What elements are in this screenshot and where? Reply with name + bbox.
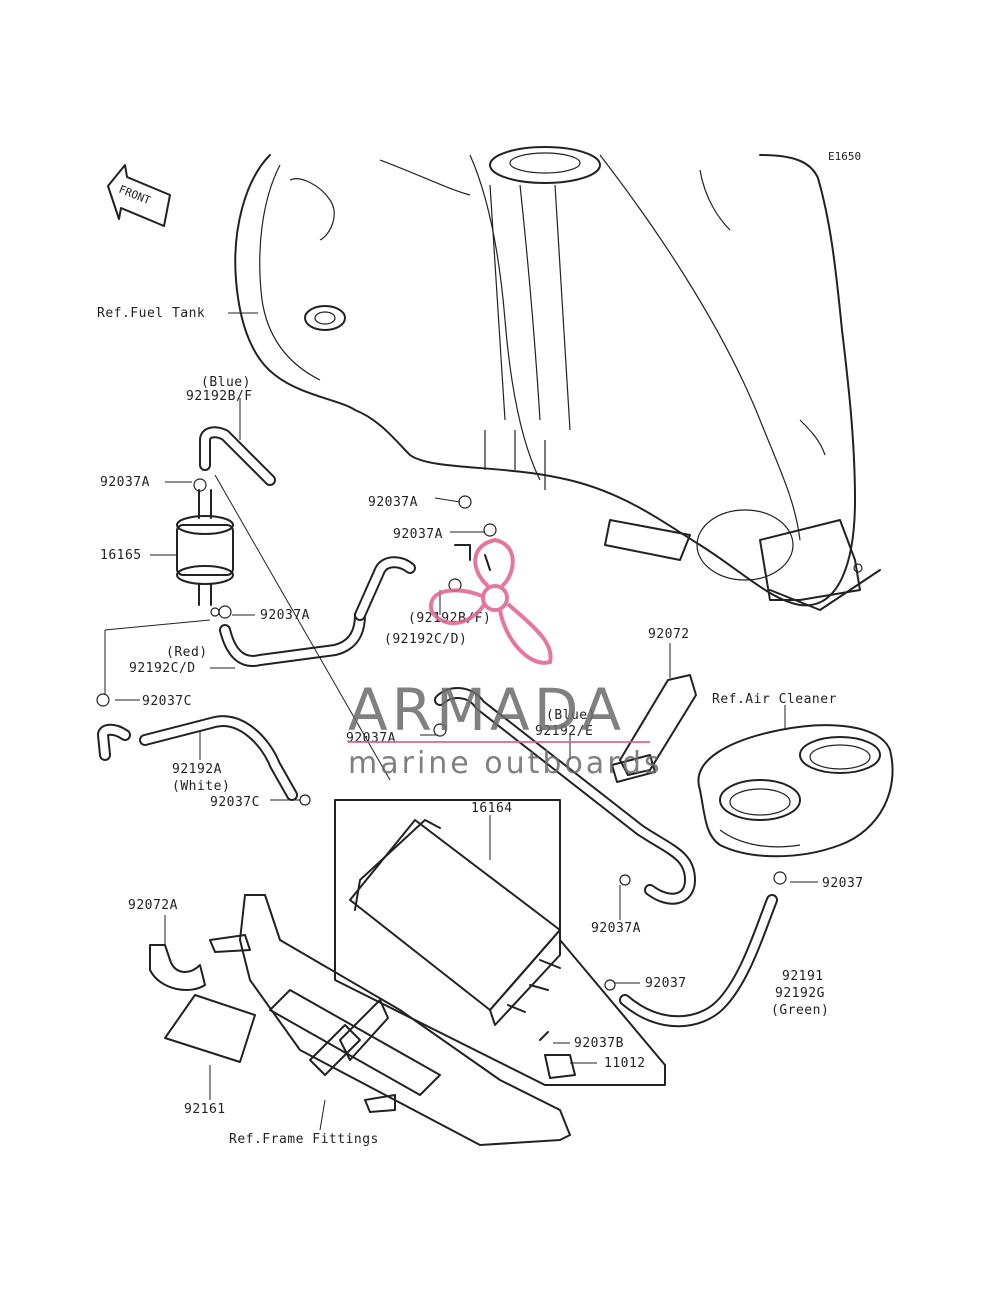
front-arrow-icon: FRONT xyxy=(107,164,171,227)
hose-92192e xyxy=(433,687,696,905)
label-92192g: 92192G xyxy=(775,986,825,1001)
fuel-filter-16165 xyxy=(176,426,276,619)
label-92037a-6: 92037A xyxy=(591,921,641,936)
bracket-92072 xyxy=(611,674,697,783)
hose-92191 xyxy=(604,894,778,1028)
air-cleaner xyxy=(697,724,894,885)
label-ref-air-cleaner: Ref.Air Cleaner xyxy=(712,692,837,707)
canister-16164 xyxy=(334,799,666,1086)
label-blue-1: (Blue) xyxy=(201,375,251,390)
label-blue-2: (Blue) xyxy=(546,708,596,723)
label-92192bf-2: (92192B/F) xyxy=(408,611,491,626)
propeller-icon xyxy=(428,537,553,665)
label-92037a-2: 92037A xyxy=(260,608,310,623)
label-92037c-1: 92037C xyxy=(142,694,192,709)
label-92037a-1: 92037A xyxy=(100,475,150,490)
part-labels: Ref.Fuel Tank (Blue) 92192B/F 92037A 161… xyxy=(97,306,864,1147)
label-92072: 92072 xyxy=(648,627,690,642)
armada-watermark: ARMADA marine outboards xyxy=(348,537,663,781)
label-92192e: 92192/E xyxy=(535,724,593,739)
label-16164: 16164 xyxy=(471,801,513,816)
label-92192bf-1: 92192B/F xyxy=(186,389,253,404)
label-92192cd-1: 92192C/D xyxy=(129,661,196,676)
label-92161: 92161 xyxy=(184,1102,226,1117)
frame-fittings xyxy=(149,894,571,1146)
watermark-subtitle: marine outboards xyxy=(348,746,663,781)
tank-clamps xyxy=(448,495,497,592)
label-92037-1: 92037 xyxy=(822,876,864,891)
label-92037b: 92037B xyxy=(574,1036,624,1051)
label-16165: 16165 xyxy=(100,548,142,563)
label-ref-frame-fittings: Ref.Frame Fittings xyxy=(229,1132,379,1147)
label-92037c-2: 92037C xyxy=(210,795,260,810)
label-ref-fuel-tank: Ref.Fuel Tank xyxy=(97,306,205,321)
fuel-tank xyxy=(234,146,881,611)
label-white: (White) xyxy=(172,779,230,794)
label-92072a: 92072A xyxy=(128,898,178,913)
label-92192a: 92192A xyxy=(172,762,222,777)
hose-92192cd xyxy=(219,556,416,667)
label-92037-2: 92037 xyxy=(645,976,687,991)
label-green: (Green) xyxy=(771,1003,829,1018)
watermark-title: ARMADA xyxy=(348,676,625,744)
label-92191: 92191 xyxy=(782,969,824,984)
label-92192cd-2: (92192C/D) xyxy=(384,632,467,647)
label-red: (Red) xyxy=(166,645,208,660)
leader-lines xyxy=(104,312,818,1131)
diagram-code: E1650 xyxy=(828,150,861,163)
label-11012: 11012 xyxy=(604,1056,646,1071)
label-92037a-4: 92037A xyxy=(368,495,418,510)
label-92037a-5: 92037A xyxy=(393,527,443,542)
